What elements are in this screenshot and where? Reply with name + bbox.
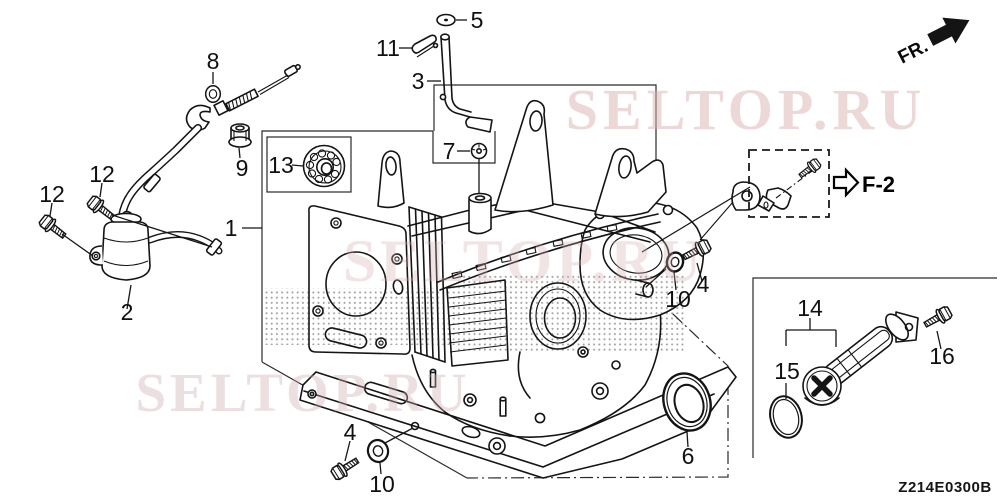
cable-nut	[228, 123, 252, 148]
callout-10-bottom: 10	[369, 471, 395, 497]
tube-clamp	[205, 238, 223, 256]
callouts: 1 2 3 4 4 5 6 7 8 9 10 10 11 12 12 13 14…	[39, 7, 955, 497]
bearing-detail-box	[266, 136, 352, 193]
callout-7-notch	[432, 131, 496, 164]
callout-5: 5	[471, 7, 484, 33]
oil-filler-tube	[439, 33, 493, 133]
detail-corner-border	[752, 277, 997, 458]
oil-filler-extension	[802, 311, 919, 406]
dowel-pin	[499, 396, 507, 417]
f2-arrow-icon	[832, 167, 860, 198]
leader-lines	[49, 19, 942, 475]
callout-7: 7	[443, 138, 456, 164]
callout-11: 11	[376, 35, 400, 61]
flange-bolt	[36, 212, 70, 243]
tube-clip	[411, 34, 439, 58]
tube-clamp	[143, 173, 161, 193]
cable-washer	[204, 84, 222, 104]
f2-reference-detail	[641, 149, 860, 253]
assembly-frame-outline	[261, 84, 997, 479]
fr-arrow-icon	[927, 17, 970, 46]
breather-canister	[89, 210, 151, 281]
callout-9: 9	[236, 155, 249, 181]
callout-8: 8	[207, 48, 220, 74]
cable-and-breather-assembly	[89, 63, 301, 281]
callout-3: 3	[412, 68, 425, 94]
f2-label: F-2	[862, 172, 895, 197]
radial-ball-bearing	[302, 144, 346, 188]
oil-seal	[662, 372, 712, 432]
callout-16: 16	[929, 343, 955, 369]
engine-mounting-arms	[377, 99, 761, 241]
callout-15: 15	[774, 358, 800, 384]
cable-adjuster	[225, 88, 259, 112]
sealing-grommet	[436, 13, 456, 27]
fr-direction-marker: FR.	[895, 17, 970, 69]
diagram-part-code: Z214E0300B	[898, 479, 991, 496]
fr-label: FR.	[895, 36, 932, 69]
callout-14: 14	[797, 295, 823, 321]
sealing-washer	[665, 251, 685, 273]
cable-end-nipple	[283, 63, 301, 78]
callout-12-lower: 12	[39, 181, 65, 207]
callout-4-bottom: 4	[344, 419, 357, 445]
dowel-pin	[429, 368, 437, 388]
callout-12-upper: 12	[89, 161, 115, 187]
callout-10-right: 10	[665, 286, 691, 312]
watermark-top: SELTOP.RU	[566, 77, 926, 142]
flange-bolt	[920, 303, 955, 333]
halftone-texture	[264, 275, 684, 353]
stud-boss	[468, 192, 492, 235]
callout-4-right: 4	[697, 271, 710, 297]
callout-2: 2	[121, 299, 134, 325]
callout-6: 6	[682, 443, 695, 469]
o-ring	[769, 395, 803, 439]
sealing-washer	[366, 438, 390, 464]
stud-washer	[470, 142, 488, 160]
callout-13: 13	[268, 152, 294, 178]
callout-1: 1	[225, 215, 238, 241]
